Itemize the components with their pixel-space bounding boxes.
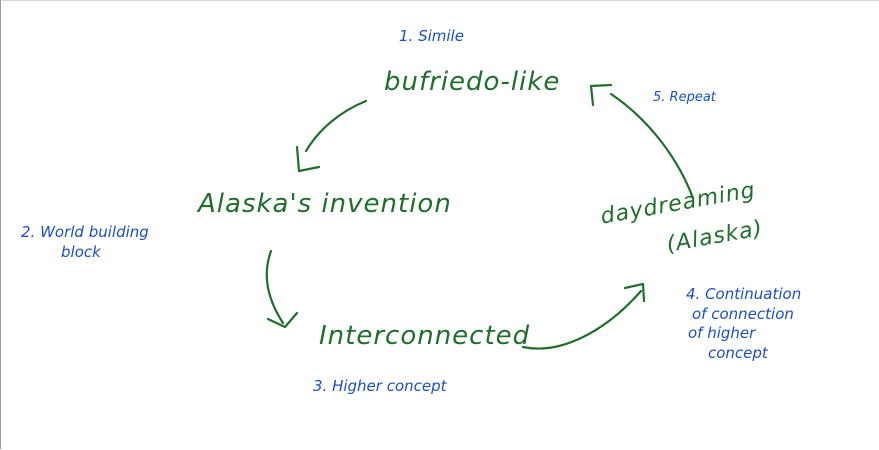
annotation-world-building-line1: 2. World building <box>21 223 149 241</box>
arrowhead-daydreaming-to-simile <box>589 83 613 107</box>
annotation-world-building: 2. World building block <box>21 223 149 262</box>
annotation-simile: 1. Simile <box>399 27 464 45</box>
node-bufriedo-like: bufriedo-like <box>384 67 561 97</box>
node-alaskas-invention: Alaska's invention <box>198 189 452 219</box>
arrow-simile-to-invention <box>304 99 368 153</box>
annotation-continuation-line1: 4. Continuation <box>686 285 802 303</box>
annotation-continuation: 4. Continuation of connection of higher … <box>686 285 801 363</box>
annotation-continuation-line3: of higher <box>688 324 756 342</box>
arrowhead-invention-to-interconnected <box>266 311 299 329</box>
annotation-higher-concept: 3. Higher concept <box>313 377 447 395</box>
annotation-continuation-line2: of connection <box>692 304 794 323</box>
arrowhead-interconnected-to-daydreaming <box>623 282 646 303</box>
arrow-daydreaming-to-simile <box>609 92 695 200</box>
arrow-interconnected-to-daydreaming <box>521 289 643 350</box>
annotation-continuation-line4: concept <box>708 343 768 362</box>
node-interconnected: Interconnected <box>319 321 531 351</box>
arrowhead-simile-to-invention <box>295 145 321 173</box>
annotation-repeat: 5. Repeat <box>653 90 716 105</box>
annotation-world-building-line2: block <box>61 242 101 261</box>
arrow-invention-to-interconnected <box>265 249 285 325</box>
